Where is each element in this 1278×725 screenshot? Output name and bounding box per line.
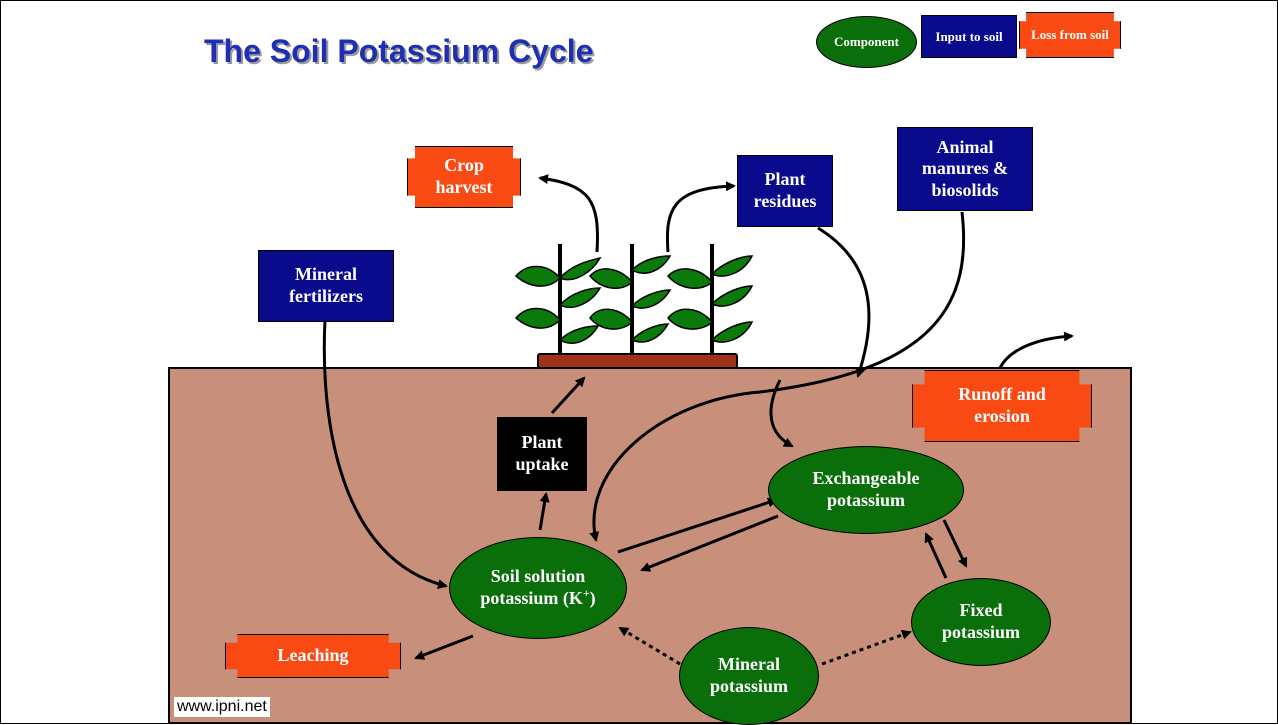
leaching-box: Leaching [225,634,401,678]
animal-manures-line1: Animal [936,136,994,157]
mineral-fertilizers-line1: Mineral [295,264,357,285]
arrow-mineral-to-fixed [821,630,912,666]
leaf [558,287,602,309]
arrow-runoff-out [998,331,1074,369]
soil-solution-potassium: Soil solution potassium (K+) [449,537,627,639]
leaching-label: Leaching [277,645,349,666]
plant-residues-line2: residues [753,191,817,211]
plant-residues-line1: Plant [764,169,806,190]
crop-harvest-line2: harvest [435,177,493,197]
animal-manures-line2: manures & [921,158,1009,179]
planter-tray [537,353,738,369]
animal-manures-box: Animal manures & biosolids [897,127,1033,211]
fixed-potassium: Fixed potassium [911,578,1051,666]
mineral-k-line2: potassium [709,676,789,696]
leaf [630,323,670,343]
plant-residues-box: Plant residues [737,155,833,227]
leaf [666,268,714,289]
legend-loss-from-soil: Loss from soil [1019,12,1121,58]
arrow-solution-to-leaching [414,634,474,660]
leaf [630,255,672,274]
arrow-exchangeable-to-solution [640,514,779,572]
animal-manures-line3: biosolids [931,179,999,200]
soil-solution-line2: potassium (K [480,588,583,608]
arrow-uptake-to-plant [550,376,586,415]
exchangeable-line1: Exchangeable [812,468,920,489]
soil-solution-close: ) [589,588,596,608]
exchangeable-potassium: Exchangeable potassium [768,446,964,534]
arrow-solution-to-exchangeable [617,497,778,554]
plant-uptake-line1: Plant [521,432,563,453]
leaf [589,308,634,330]
soil-solution-line1: Soil solution [490,566,586,587]
arrow-fertilizers-to-solution [322,319,448,589]
plant-uptake-line2: uptake [515,454,569,474]
arrow-mineral-to-solution [618,626,681,666]
runoff-erosion-line2: erosion [974,406,1030,426]
leaf [589,268,634,289]
legend-loss-label: Loss from soil [1031,27,1109,43]
leaf [514,265,562,287]
page-title: The Soil Potassium Cycle [204,33,594,69]
runoff-erosion-box: Runoff and erosion [912,370,1092,442]
arrow-solution-to-uptake [538,492,550,531]
crop-harvest-line1: Crop [444,155,484,176]
leaf [558,325,600,344]
legend-input-to-soil: Input to soil [921,15,1017,58]
mineral-k-line1: Mineral [718,654,780,675]
leaf [667,308,714,330]
arrow-to-exchangeable [769,379,794,448]
arrow-to-crop-harvest [538,174,599,253]
leaf [710,321,754,343]
legend-component-label: Component [833,34,899,50]
soil-solution-superscript: + [582,586,590,600]
arrow-fixed-to-exchangeable [924,532,948,579]
leaf [710,285,754,307]
leaf [710,255,754,277]
arrow-to-plant-residues [665,181,736,253]
exchangeable-line2: potassium [826,490,905,510]
fixed-line1: Fixed [959,600,1003,621]
mineral-potassium: Mineral potassium [679,627,819,725]
fixed-line2: potassium [941,622,1021,642]
plant-uptake-box: Plant uptake [497,417,587,491]
arrow-manures-to-solution [589,211,966,542]
leaf [514,307,562,329]
legend-input-label: Input to soil [935,28,1003,44]
leaf [630,289,672,309]
arrow-exchangeable-to-fixed [942,519,968,568]
crop-harvest-box: Crop harvest [407,146,521,208]
arrow-residues-to-soil [817,226,871,378]
leaf [558,256,602,281]
legend-component: Component [816,16,917,68]
mineral-fertilizers-box: Mineral fertilizers [258,250,394,322]
footer-url: www.ipni.net [174,697,270,717]
runoff-erosion-line1: Runoff and [958,384,1046,405]
mineral-fertilizers-line2: fertilizers [289,286,363,306]
